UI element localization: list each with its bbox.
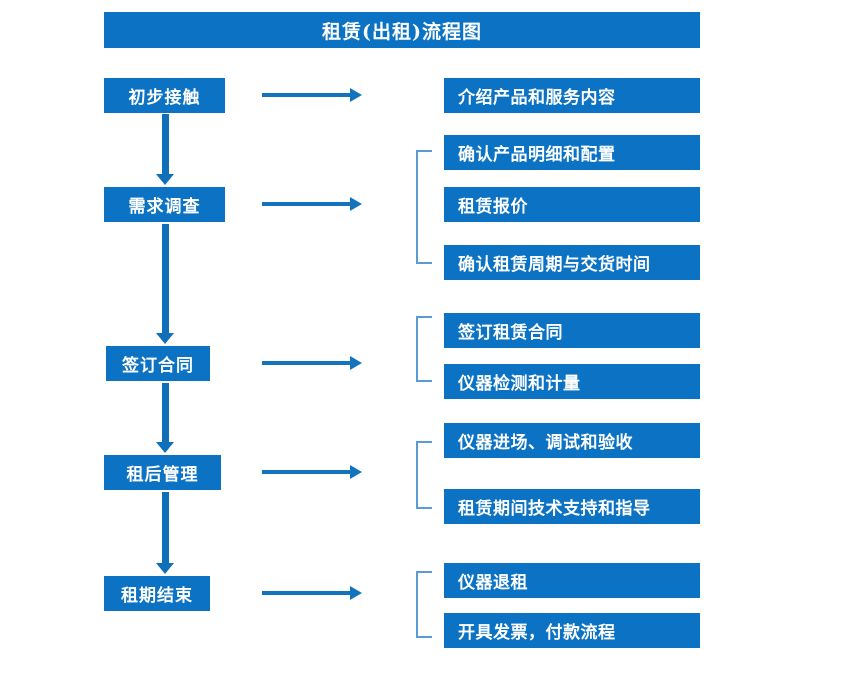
page-title: 租赁(出租)流程图 bbox=[104, 12, 700, 48]
horizontal-arrow-4 bbox=[262, 465, 362, 479]
detail-box-10[interactable]: 开具发票，付款流程 bbox=[444, 613, 700, 648]
vertical-arrow-2 bbox=[156, 224, 174, 344]
vertical-arrow-1 bbox=[156, 114, 174, 185]
group-bracket-management bbox=[416, 441, 432, 509]
detail-box-5[interactable]: 签订租赁合同 bbox=[444, 313, 700, 348]
stage-box-5[interactable]: 租期结束 bbox=[104, 576, 210, 611]
detail-box-1[interactable]: 介绍产品和服务内容 bbox=[444, 78, 700, 113]
detail-box-4[interactable]: 确认租赁周期与交货时间 bbox=[444, 245, 700, 280]
detail-box-9[interactable]: 仪器退租 bbox=[444, 563, 700, 598]
group-bracket-demand bbox=[416, 150, 432, 264]
detail-box-7[interactable]: 仪器进场、调试和验收 bbox=[444, 423, 700, 458]
stage-box-1[interactable]: 初步接触 bbox=[104, 78, 225, 113]
detail-box-2[interactable]: 确认产品明细和配置 bbox=[444, 135, 700, 170]
detail-box-3[interactable]: 租赁报价 bbox=[444, 187, 700, 222]
stage-box-2[interactable]: 需求调查 bbox=[104, 187, 225, 222]
detail-box-6[interactable]: 仪器检测和计量 bbox=[444, 364, 700, 399]
horizontal-arrow-2 bbox=[262, 197, 362, 211]
horizontal-arrow-1 bbox=[262, 88, 362, 102]
group-bracket-end bbox=[416, 571, 432, 638]
stage-box-4[interactable]: 租后管理 bbox=[104, 455, 221, 490]
horizontal-arrow-3 bbox=[262, 356, 362, 370]
vertical-arrow-4 bbox=[156, 492, 174, 574]
horizontal-arrow-5 bbox=[262, 586, 362, 600]
stage-box-3[interactable]: 签订合同 bbox=[106, 346, 210, 381]
group-bracket-contract bbox=[416, 316, 432, 382]
detail-box-8[interactable]: 租赁期间技术支持和指导 bbox=[444, 489, 700, 524]
vertical-arrow-3 bbox=[156, 383, 174, 453]
